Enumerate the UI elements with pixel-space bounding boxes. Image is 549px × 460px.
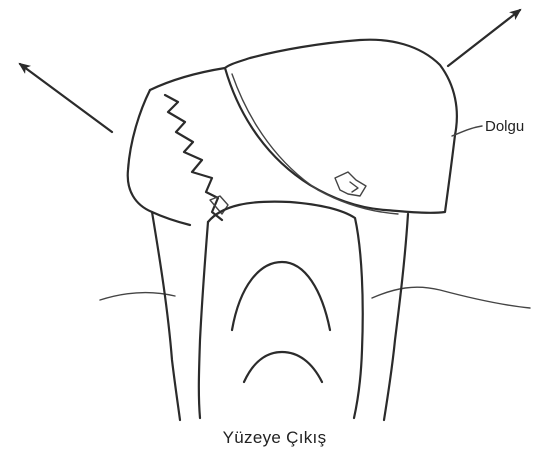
pulp-chamber-inner xyxy=(244,352,322,382)
filling-debris-2 xyxy=(350,182,358,192)
tooth-body xyxy=(208,202,363,418)
tooth-root-left xyxy=(199,222,208,418)
outer-root-left xyxy=(152,212,180,420)
fractured-fragment-left xyxy=(128,90,190,225)
pulp-chamber-outer xyxy=(232,262,330,330)
arrow-right xyxy=(448,10,520,66)
filling-debris xyxy=(335,172,366,196)
outer-root-right xyxy=(384,214,408,420)
fragment-top-edge xyxy=(150,68,225,90)
arrow-left xyxy=(20,64,112,132)
diagram-caption: Yüzeye Çıkış xyxy=(0,428,549,448)
crack-line xyxy=(165,95,222,220)
filling-label: Dolgu xyxy=(485,118,524,135)
filling-outline xyxy=(225,40,457,213)
gum-line-right xyxy=(372,287,530,308)
filling-inner-line xyxy=(232,74,398,214)
